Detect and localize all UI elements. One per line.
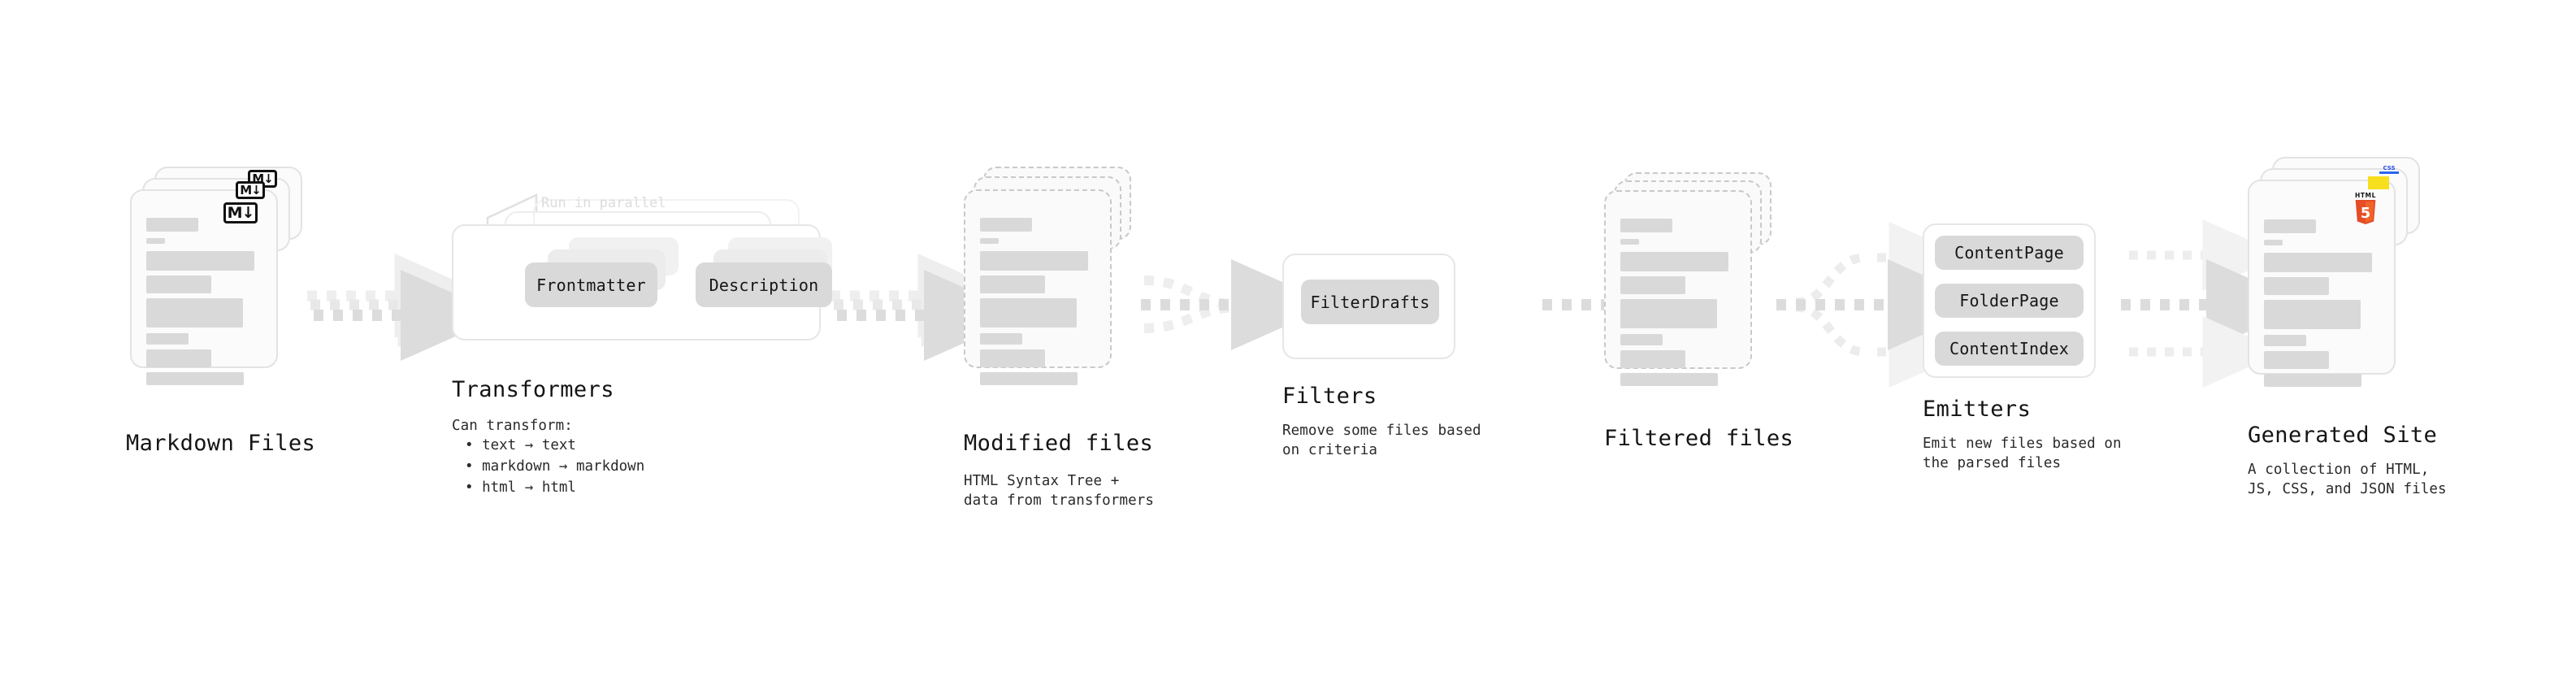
skeleton-bar bbox=[2264, 219, 2316, 233]
skeleton-bar bbox=[2264, 300, 2361, 329]
stage-subtitle-generated-site: A collection of HTML, JS, CSS, and JSON … bbox=[2248, 462, 2447, 497]
skeleton-bar bbox=[2264, 351, 2329, 369]
skeleton-bar bbox=[146, 298, 243, 327]
stage-title-filtered: Filtered files bbox=[1604, 426, 1794, 451]
markdown-card-front bbox=[130, 189, 278, 385]
stage-subtitle-modified: HTML Syntax Tree + data from transformer… bbox=[964, 473, 1154, 509]
arrow-filtered-to-emitters bbox=[1776, 222, 1990, 388]
transformer-bullet-2: • html → html bbox=[465, 479, 576, 496]
transformer-bullet-1: • markdown → markdown bbox=[465, 458, 645, 475]
chip-frontmatter[interactable]: Frontmatter bbox=[525, 262, 657, 307]
stage-title-markdown: Markdown Files bbox=[126, 431, 316, 456]
modified-card-front bbox=[964, 189, 1112, 385]
skeleton-bar bbox=[980, 372, 1078, 385]
run-in-parallel-label: Run in parallel bbox=[541, 195, 666, 211]
javascript-icon bbox=[2368, 176, 2389, 189]
skeleton-bar bbox=[980, 275, 1045, 293]
skeleton-bar bbox=[980, 218, 1032, 232]
filtered-card-front bbox=[1604, 190, 1752, 386]
skeleton-bar bbox=[980, 349, 1045, 367]
skeleton-bar bbox=[2264, 335, 2306, 346]
skeleton-bar bbox=[980, 333, 1022, 345]
transformer-bullet-0: • text → text bbox=[465, 437, 576, 453]
skeleton-bar bbox=[1620, 252, 1728, 271]
skeleton-bar bbox=[146, 238, 165, 244]
skeleton-bar bbox=[980, 251, 1088, 271]
stage-title-filters: Filters bbox=[1282, 384, 1377, 409]
skeleton-bar bbox=[2264, 240, 2283, 245]
skeleton-bar bbox=[1620, 334, 1663, 345]
chip-filterdrafts[interactable]: FilterDrafts bbox=[1301, 280, 1439, 324]
skeleton-bar bbox=[146, 251, 254, 271]
chip-contentpage[interactable]: ContentPage bbox=[1935, 236, 2084, 270]
stage-title-modified: Modified files bbox=[964, 431, 1154, 456]
arrow-emitters-to-site bbox=[2121, 219, 2309, 388]
markdown-badge: M↓ bbox=[223, 202, 258, 223]
svg-text:5: 5 bbox=[2361, 206, 2370, 222]
skeleton-bar bbox=[146, 275, 211, 293]
arrow-transformers-to-modified bbox=[830, 254, 1026, 361]
css3-icon: CSS bbox=[2378, 163, 2400, 176]
chip-description[interactable]: Description bbox=[696, 262, 832, 307]
stage-title-generated-site: Generated Site bbox=[2248, 423, 2438, 448]
skeleton-bar bbox=[980, 298, 1077, 327]
skeleton-bar bbox=[146, 218, 198, 232]
skeleton-bar bbox=[1620, 373, 1718, 386]
chip-contentindex[interactable]: ContentIndex bbox=[1935, 332, 2084, 366]
arrow-modified-to-filters bbox=[1141, 259, 1334, 350]
skeleton-bar bbox=[2264, 277, 2329, 295]
skeleton-bar bbox=[1620, 350, 1685, 368]
skeleton-bar bbox=[980, 238, 999, 244]
chip-folderpage[interactable]: FolderPage bbox=[1935, 284, 2084, 318]
stage-subtitle-emitters: Emit new files based on the parsed files bbox=[1923, 436, 2122, 471]
html5-wordmark: HTML bbox=[2354, 192, 2377, 199]
skeleton-bar bbox=[146, 333, 189, 345]
html5-icon: HTML 5 bbox=[2352, 193, 2379, 227]
skeleton-bar bbox=[2264, 374, 2361, 387]
skeleton-bar bbox=[146, 349, 211, 367]
stage-subtitle-transformers: Can transform: bbox=[452, 418, 573, 434]
skeleton-bar bbox=[1620, 239, 1639, 245]
skeleton-bar bbox=[1620, 299, 1717, 328]
markdown-badge-mid: M↓ bbox=[236, 181, 265, 199]
skeleton-bar bbox=[1620, 276, 1685, 294]
stage-subtitle-filters: Remove some files based on criteria bbox=[1282, 423, 1481, 458]
stage-title-emitters: Emitters bbox=[1923, 397, 2032, 422]
skeleton-bar bbox=[2264, 253, 2372, 272]
skeleton-bar bbox=[1620, 219, 1672, 232]
svg-text:CSS: CSS bbox=[2383, 165, 2395, 171]
skeleton-bar bbox=[146, 372, 244, 385]
stage-title-transformers: Transformers bbox=[452, 377, 614, 402]
arrow-markdown-to-transformers bbox=[307, 254, 503, 361]
